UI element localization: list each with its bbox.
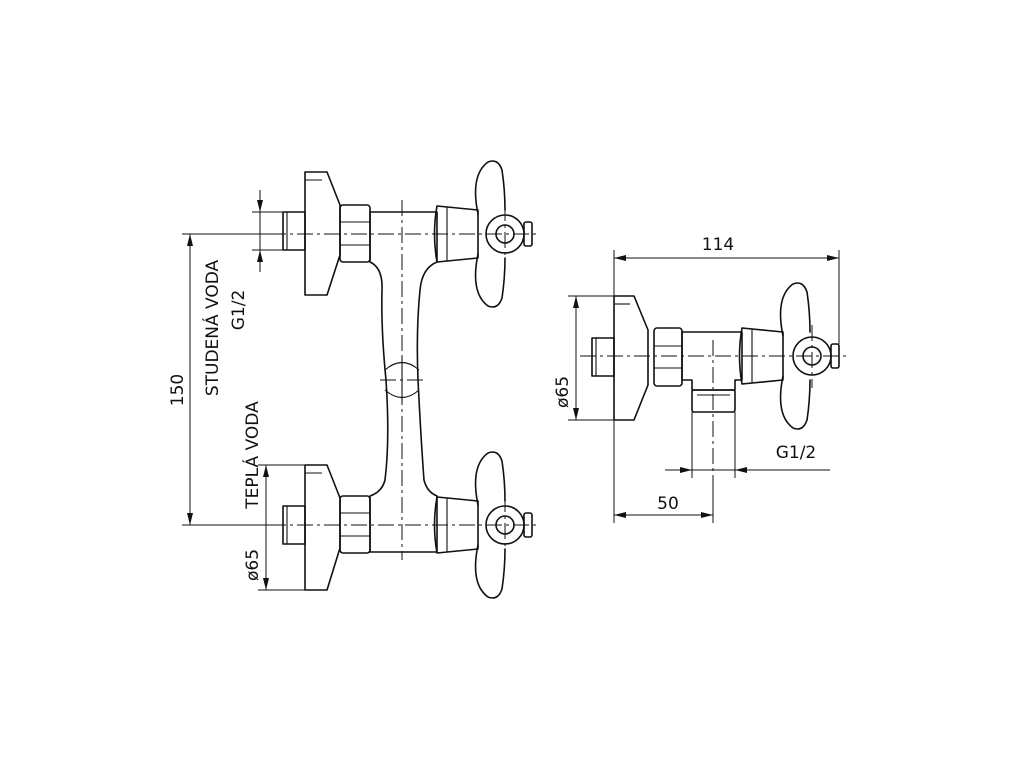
front-view: 150 STUDENÁ VODA G1/2 TEPLÁ VODA ø65 [168, 160, 540, 599]
height-dimension-150 [182, 233, 280, 526]
mixer-body [369, 211, 438, 553]
height-dimension-label: 150 [168, 374, 188, 406]
side-body [653, 327, 743, 413]
cold-water-label: STUDENÁ VODA [201, 259, 223, 396]
hot-inlet-connector [282, 464, 371, 591]
front-centerlines [270, 200, 540, 560]
depth-dimension-label: 114 [702, 235, 734, 255]
front-diameter-dimension [258, 464, 305, 591]
outlet-offset-dimension [613, 420, 714, 523]
side-centerlines [580, 325, 850, 478]
cold-thread-dimension [252, 190, 283, 272]
side-diameter-dimension [568, 295, 614, 421]
cold-thread-label: G1/2 [229, 290, 249, 331]
depth-dimension-114 [613, 250, 840, 344]
side-diameter-label: ø65 [553, 376, 573, 408]
side-rosette [591, 295, 649, 421]
side-view: 114 ø65 G1/2 50 [553, 235, 850, 523]
outlet-thread-dimension [665, 412, 830, 478]
outlet-offset-label: 50 [657, 494, 679, 514]
outlet-thread-label: G1/2 [776, 443, 817, 463]
hot-water-label: TEPLÁ VODA [241, 401, 263, 510]
front-diameter-label: ø65 [243, 549, 263, 581]
